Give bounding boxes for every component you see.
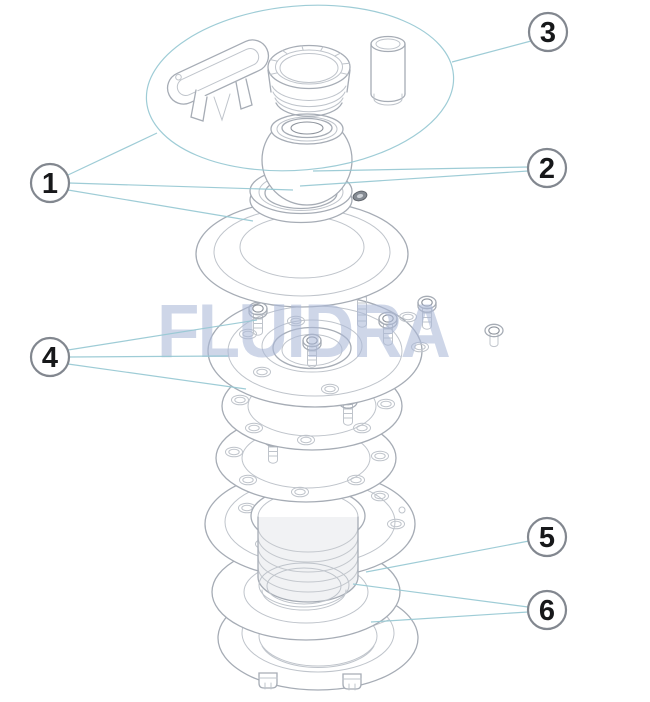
fixing-flange-with-screws	[207, 294, 504, 408]
nut-foot-right	[342, 673, 362, 691]
flange-clip	[352, 190, 368, 202]
leader-4a	[67, 319, 258, 351]
callout-5: 5	[526, 516, 568, 558]
leader-2b	[299, 170, 529, 187]
leader-2a	[312, 166, 529, 172]
callout-2: 2	[526, 147, 568, 189]
fixing-screw	[484, 323, 504, 348]
callout-3-label: 3	[540, 17, 556, 49]
eyeball-nozzle	[261, 113, 353, 206]
watermark: FLUIDRA	[157, 289, 449, 374]
balloon-ellipse	[145, 4, 455, 172]
callout-2-label: 2	[539, 153, 555, 185]
nut-foot-left	[258, 672, 278, 690]
callout-6: 6	[526, 589, 568, 631]
leader-1b	[68, 182, 294, 191]
leader-4b	[68, 355, 229, 358]
callout-4: 4	[29, 336, 71, 378]
callout-4-label: 4	[42, 342, 58, 374]
leader-6b	[370, 611, 529, 623]
leader-5	[365, 540, 530, 573]
leader-lines	[67, 40, 532, 623]
callout-6-label: 6	[539, 595, 555, 627]
leader-1c	[67, 189, 254, 222]
leader-1a	[67, 132, 158, 176]
lock-ring	[267, 44, 351, 117]
callout-1-label: 1	[42, 168, 58, 200]
retaining-key-handle	[166, 39, 270, 122]
extension-sleeve	[370, 35, 406, 106]
threaded-niche-flange	[204, 469, 416, 611]
callout-5-label: 5	[539, 522, 555, 554]
callout-3: 3	[527, 11, 569, 53]
callout-1: 1	[29, 162, 71, 204]
leader-6a	[352, 583, 529, 608]
leader-4c	[67, 363, 247, 390]
leader-3	[451, 40, 532, 63]
